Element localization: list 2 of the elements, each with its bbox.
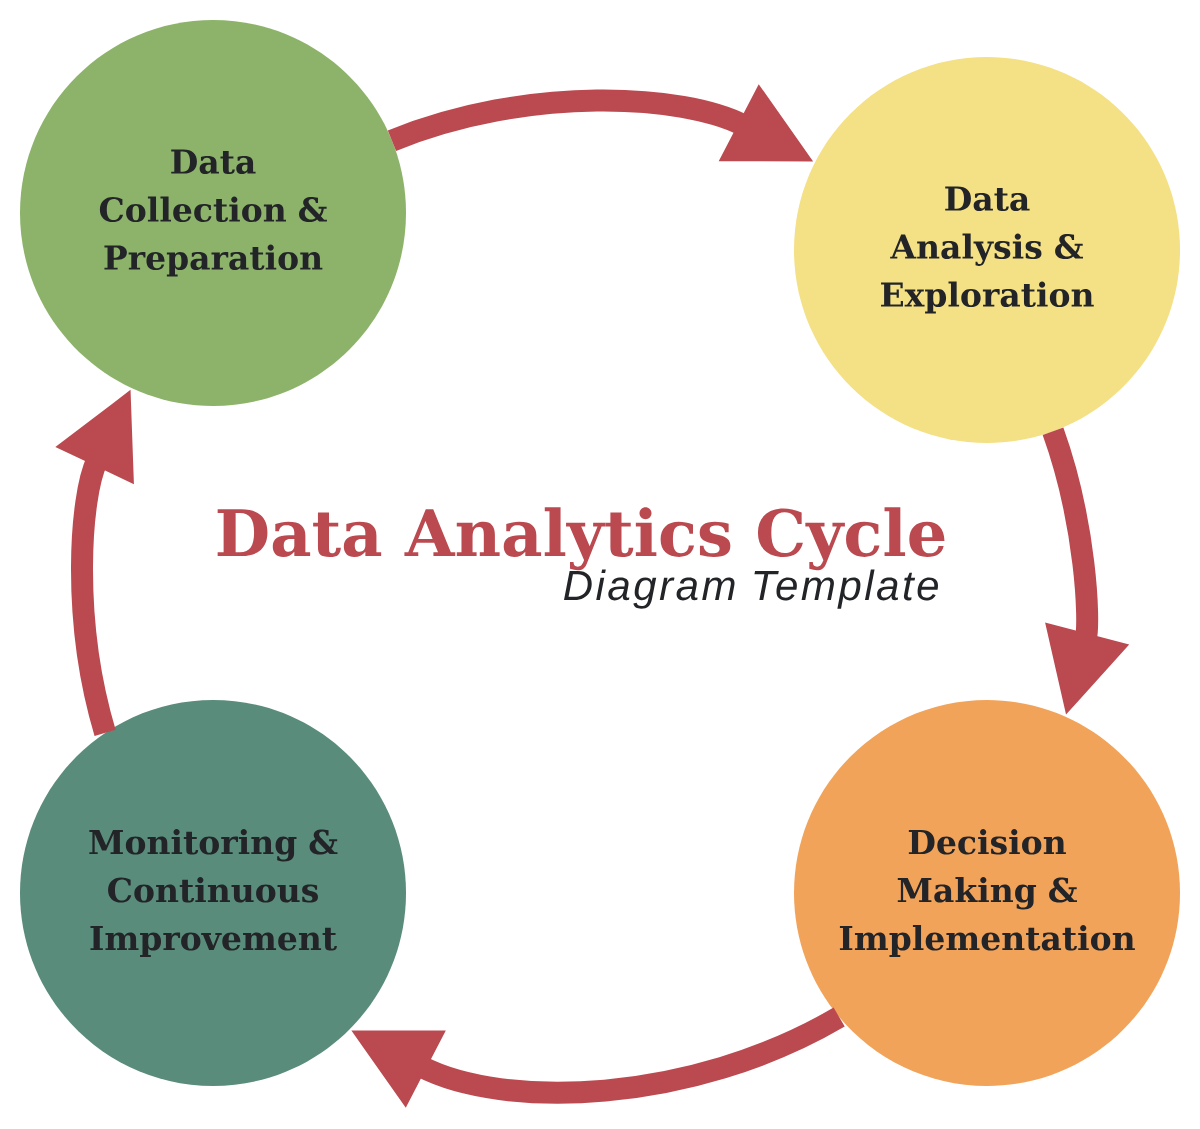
title: Data Analytics Cycle [217,507,945,571]
subtitle: Diagram Template [564,569,938,609]
